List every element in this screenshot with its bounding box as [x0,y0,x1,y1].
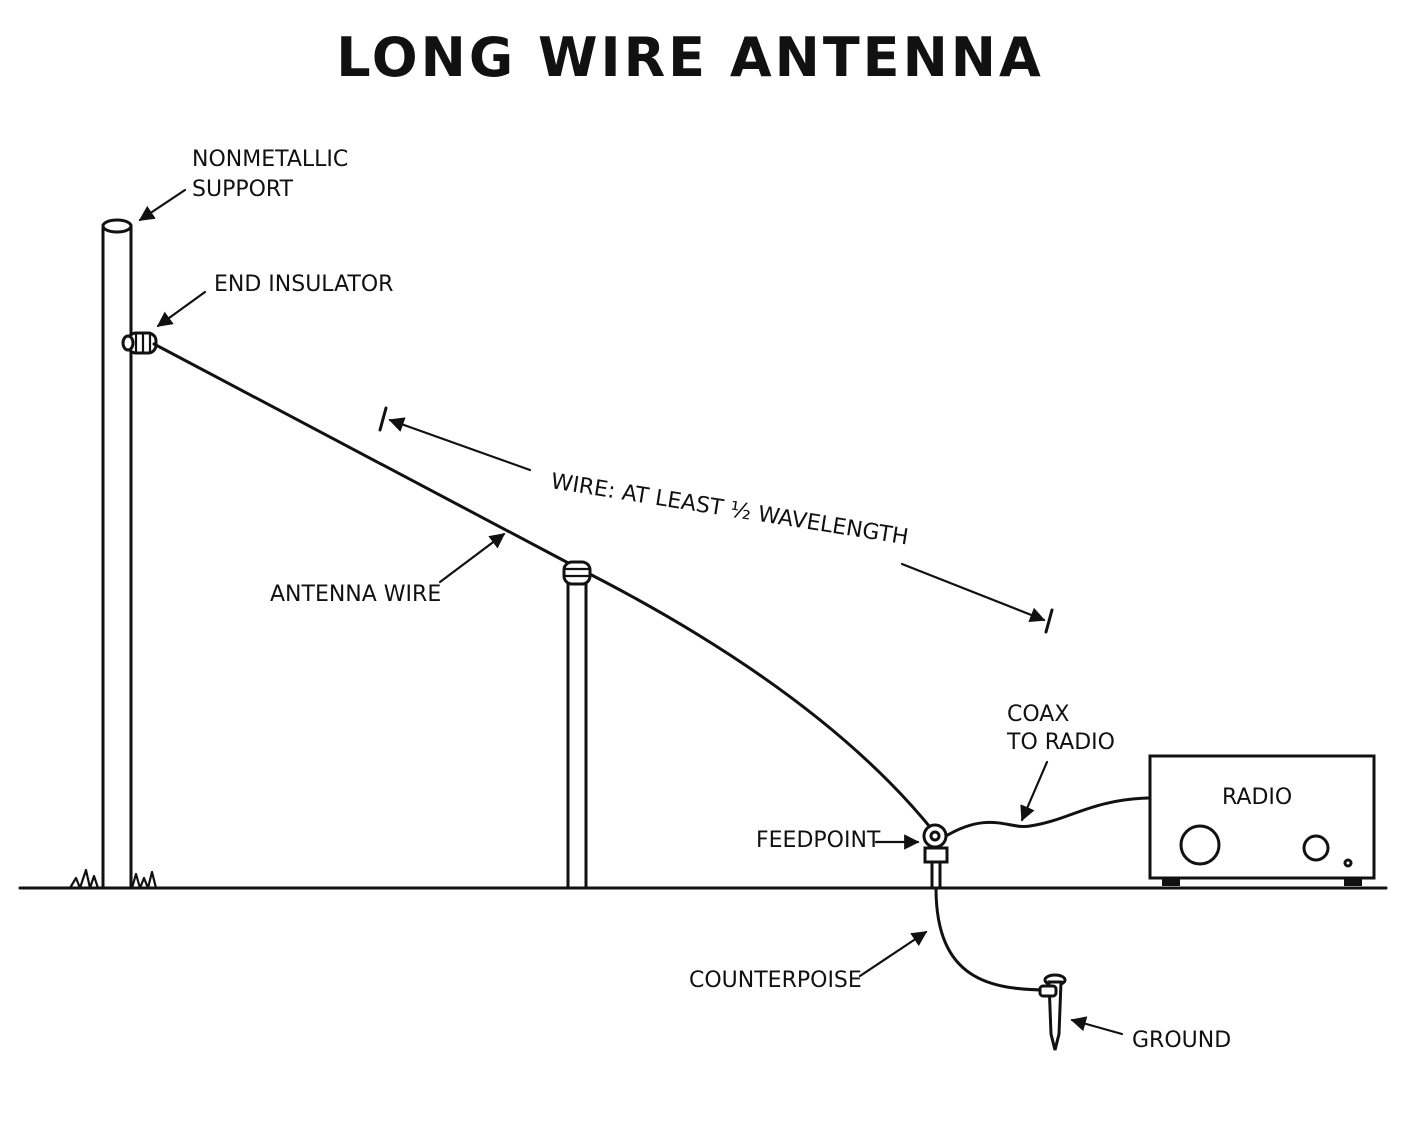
feedpoint-label: FEEDPOINT [756,828,881,853]
end-insulator [121,331,158,355]
diagram-title: LONG WIRE ANTENNA [336,26,1044,89]
support-leader-arrow [138,188,187,222]
coax-label-line2: TO RADIO [1006,730,1115,755]
counterpoise-wire [934,886,1052,992]
radio-indicator [1343,858,1353,868]
nonmetallic-support-pole [101,218,133,890]
support-label-line1: NONMETALLIC [192,147,348,172]
end-insulator-label: END INSULATOR [214,272,393,297]
ground-stake [1038,973,1067,1051]
radio-small-knob [1302,834,1330,862]
wire-length-end-tick [1044,608,1054,634]
counterpoise-label: COUNTERPOISE [689,968,862,993]
radio-unit [1148,754,1376,886]
intermediate-support-pole [562,560,592,890]
ground-leader-arrow [1070,1016,1124,1036]
coax-cable [944,796,1150,838]
wire-length-start-tick [378,406,388,432]
coax-label-line1: COAX [1007,702,1069,727]
antenna-wire-label: ANTENNA WIRE [270,582,441,607]
ground-label: GROUND [1132,1028,1231,1053]
antenna-wire [152,342,936,834]
end-insulator-leader-arrow [156,290,207,328]
radio-label: RADIO [1222,785,1292,810]
wire-length-arrow-right [900,562,1046,623]
coax-leader-arrow [1020,760,1049,822]
radio-large-knob [1179,824,1221,866]
feedpoint-connector [922,823,949,890]
counterpoise-leader-arrow [858,930,928,978]
grass-tuft [68,868,158,890]
antenna-wire-leader-arrow [438,532,506,584]
wire-length-arrow-left [388,417,532,472]
support-label-line2: SUPPORT [192,177,294,202]
wire-length-label: WIRE: AT LEAST ½ WAVELENGTH [549,469,910,550]
